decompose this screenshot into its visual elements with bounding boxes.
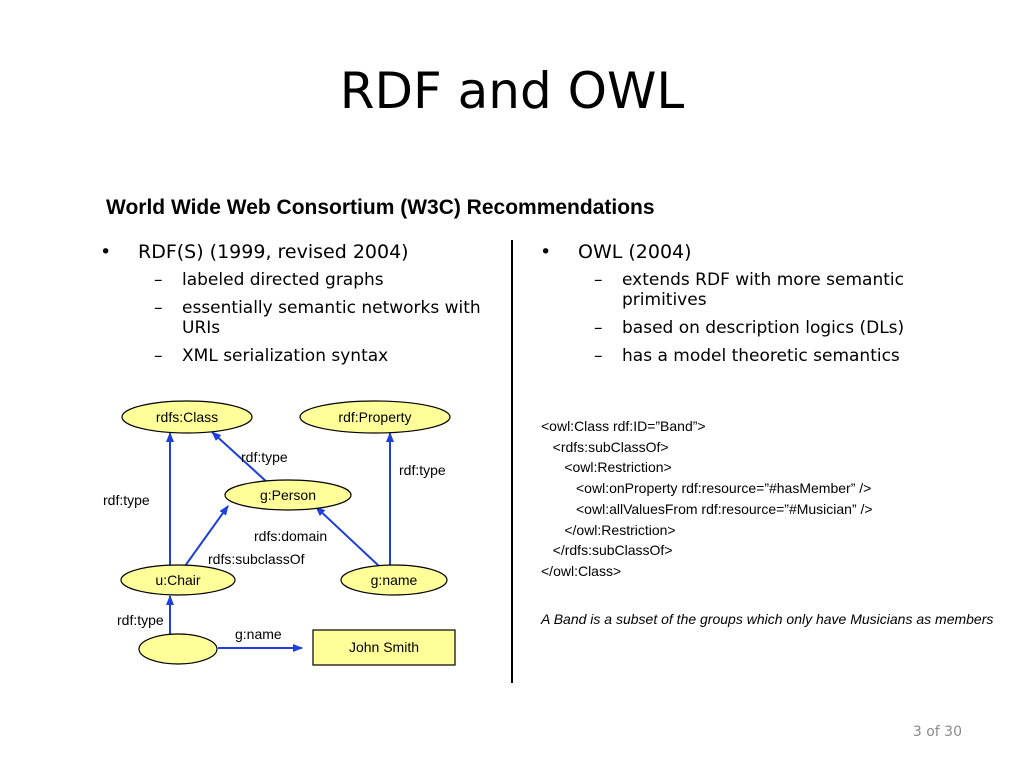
edge-person-to-class: [211, 431, 269, 484]
rdf-subpoint: labeled directed graphs: [100, 270, 490, 290]
code-line: <owl:allValuesFrom rdf:resource=”#Musici…: [541, 500, 873, 517]
node-rdf-property-label: rdf:Property: [338, 409, 411, 425]
edge-label-blank-name: g:name: [235, 626, 282, 642]
owl-subpoint: has a model theoretic semantics: [540, 346, 960, 366]
owl-subpoint: extends RDF with more semantic primitive…: [540, 270, 960, 310]
edge-label-blank-type: rdf:type: [117, 612, 164, 628]
owl-code-caption: A Band is a subset of the groups which o…: [541, 611, 994, 627]
page-number: 3 of 30: [912, 724, 962, 740]
node-rdfs-class: [121, 400, 253, 434]
node-rdfs-class-label: rdfs:Class: [156, 409, 218, 425]
node-u-chair-label: u:Chair: [155, 572, 200, 588]
edge-label-chair-type: rdf:type: [103, 492, 150, 508]
edge-name-to-person: [315, 506, 381, 568]
owl-code-example: <owl:Class rdf:ID=”Band”> <rdfs:subClass…: [541, 416, 873, 582]
node-g-person: [224, 479, 352, 511]
rdf-subpoint: XML serialization syntax: [100, 346, 490, 366]
slide-subtitle: World Wide Web Consortium (W3C) Recommen…: [106, 196, 655, 219]
code-line: <owl:Class rdf:ID=”Band”>: [541, 418, 706, 434]
code-line: </owl:Restriction>: [541, 521, 676, 538]
node-rdf-property: [299, 400, 451, 434]
rdf-subpoint: essentially semantic networks with URIs: [100, 298, 490, 338]
owl-column: OWL (2004) extends RDF with more semanti…: [540, 240, 960, 374]
rdf-bullet: RDF(S) (1999, revised 2004): [100, 240, 490, 264]
rdf-column: RDF(S) (1999, revised 2004) labeled dire…: [100, 240, 490, 374]
node-john-smith-label: John Smith: [349, 639, 419, 655]
edge-label-person-type: rdf:type: [241, 449, 288, 465]
edge-label-subclass: rdfs:subclassOf: [208, 551, 305, 567]
owl-subpoint: based on description logics (DLs): [540, 318, 960, 338]
node-g-person-label: g:Person: [260, 487, 316, 503]
slide-title: RDF and OWL: [339, 62, 685, 120]
node-blank: [138, 633, 218, 665]
code-line: </rdfs:subClassOf>: [541, 542, 673, 559]
node-g-name: [340, 564, 448, 596]
node-u-chair: [120, 564, 236, 596]
code-line: </owl:Class>: [541, 562, 622, 579]
owl-bullet: OWL (2004): [540, 240, 960, 264]
code-line: <rdfs:subClassOf>: [541, 438, 669, 455]
node-john-smith: [312, 629, 456, 666]
code-line: <owl:Restriction>: [541, 459, 672, 476]
node-g-name-label: g:name: [371, 572, 418, 588]
edge-label-domain: rdfs:domain: [254, 528, 327, 544]
column-divider: [511, 240, 513, 683]
code-line: <owl:onProperty rdf:resource=”#hasMember…: [541, 480, 872, 497]
edge-chair-to-person: [184, 505, 229, 567]
edge-label-name-type: rdf:type: [399, 462, 446, 478]
